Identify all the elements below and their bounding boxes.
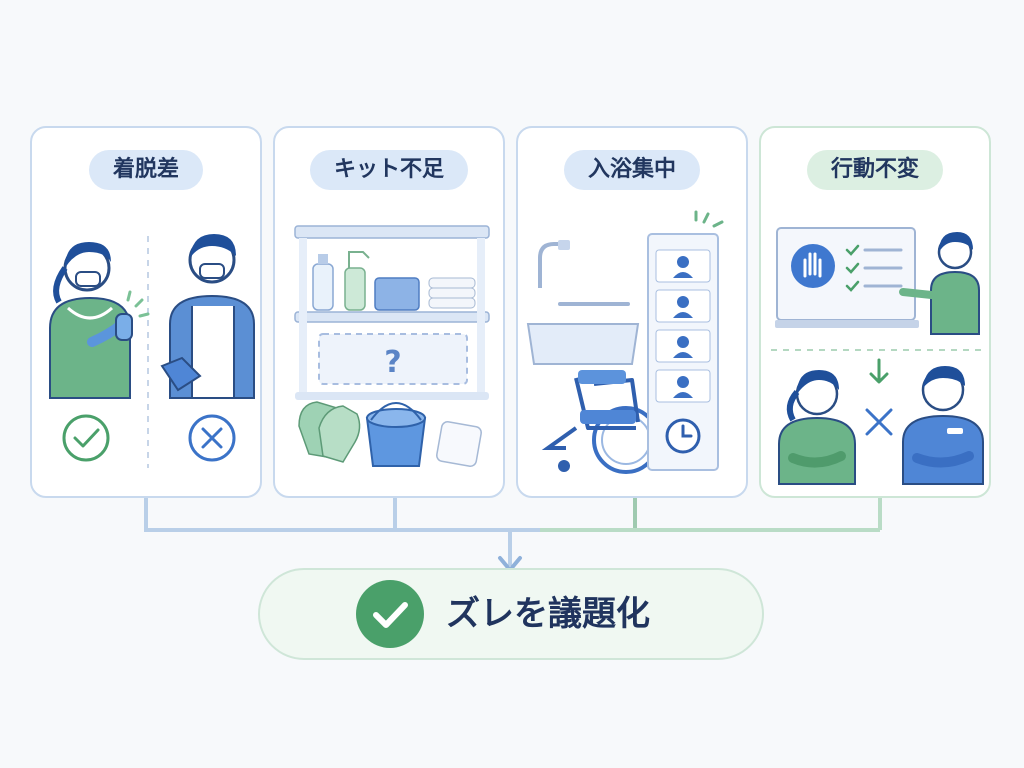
staff-incorrect-icon [160, 234, 255, 399]
panel-kit-shortage: キット不足 ? [273, 126, 505, 498]
bucket-icon [365, 402, 427, 467]
wheelchair-icon [541, 370, 660, 474]
missing-item-slot [318, 333, 468, 385]
clock-icon [665, 418, 701, 454]
panel-donning-difference: 着脱差 [30, 126, 262, 498]
result-label: ズレを議題化 [446, 594, 650, 634]
staff-correct-icon [49, 242, 150, 399]
towels-icon [428, 277, 476, 309]
panel-title: 行動不変 [806, 150, 944, 190]
donning-illustration [49, 234, 255, 468]
storage-box-icon [374, 277, 420, 311]
panel-bath-concentration: 入浴集中 [516, 126, 748, 498]
cross-icon [865, 408, 893, 436]
result-box: ズレを議題化 [258, 568, 764, 660]
staff-male-icon [902, 366, 984, 485]
check-icon [356, 580, 424, 648]
bath-illustration [526, 210, 724, 474]
panel-behavior-unchanged: 行動不変 [759, 126, 991, 498]
gloves-icon [298, 401, 361, 463]
panel-title: 入浴集中 [563, 150, 701, 190]
trainer-icon [899, 232, 980, 335]
queue-board-icon [647, 233, 719, 471]
shelf-icon [294, 225, 490, 400]
bathtub-icon [526, 323, 640, 365]
bottles-icon [312, 251, 370, 311]
cross-circle-icon [188, 414, 236, 462]
panel-title: キット不足 [309, 150, 469, 190]
panel-title: 着脱差 [88, 150, 204, 190]
kit-shortage-illustration: ? [294, 225, 490, 467]
training-board-icon [775, 227, 919, 328]
cloth-icon [436, 421, 482, 467]
shower-icon [538, 240, 630, 306]
question-mark-icon: ? [384, 345, 401, 380]
alert-lines-icon [694, 210, 724, 228]
check-circle-icon [62, 414, 110, 462]
down-arrow-icon [869, 358, 889, 384]
staff-female-icon [778, 370, 856, 485]
training-illustration [771, 227, 984, 485]
